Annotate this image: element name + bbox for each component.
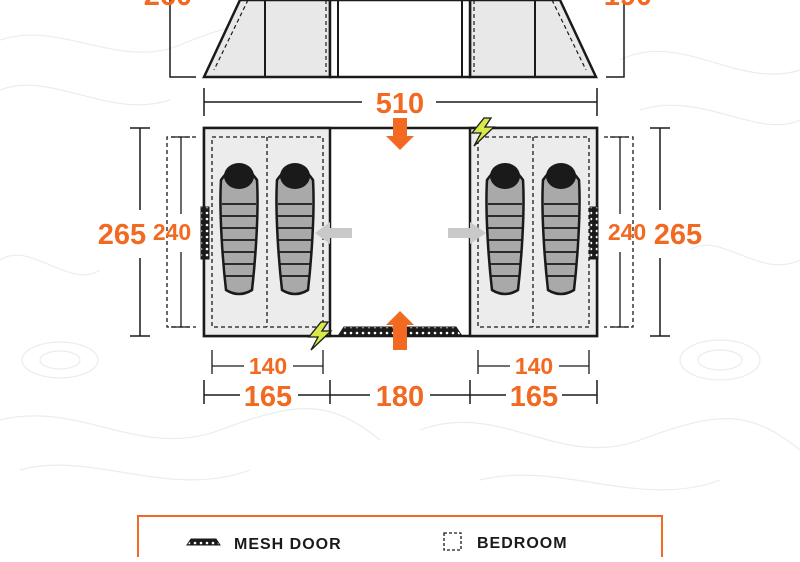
left-mesh-vent — [200, 206, 210, 260]
right-inner-width-label: 140 — [515, 353, 553, 379]
left-depth-inner-label: 240 — [153, 219, 191, 245]
elevation-left-panel — [202, 0, 332, 79]
legend: MESH DOOR BEDROOM — [137, 515, 663, 562]
rear-door-arrow — [386, 118, 414, 150]
right-mesh-vent — [589, 206, 599, 260]
front-door-arrow — [386, 311, 414, 350]
right-bedroom-door-arrow — [448, 222, 486, 244]
center-width-label: 180 — [376, 381, 424, 413]
right-depth-inner-label: 240 — [608, 219, 646, 245]
mesh-door-icon — [186, 538, 221, 546]
legend-box — [137, 515, 663, 562]
right-depth-outer-label: 265 — [654, 219, 702, 251]
floorplan: 265 240 240 265 140 140 165 180 165 — [98, 117, 702, 413]
bedroom-icon — [443, 532, 462, 551]
left-bedroom-door-arrow — [315, 222, 352, 244]
electric-hookup-icon — [470, 117, 496, 147]
sleeping-bag — [541, 161, 581, 296]
left-depth-outer-label: 265 — [98, 219, 146, 251]
left-inner-width-label: 140 — [249, 353, 287, 379]
sleeping-bag — [275, 161, 315, 296]
total-width-label: 510 — [376, 88, 424, 120]
sleeping-bag — [219, 161, 259, 296]
elevation-right-height-label: 190 — [604, 0, 652, 12]
legend-mesh-door-label: MESH DOOR — [234, 536, 342, 553]
elevation-left-height-label: 260 — [144, 0, 192, 12]
left-bedroom-width-label: 165 — [244, 381, 292, 413]
total-width-dimension: 510 — [203, 88, 598, 120]
sleeping-bag — [485, 161, 525, 296]
tent-elevation: 260 190 — [144, 0, 652, 79]
electric-hookup-icon — [307, 321, 333, 351]
topographic-background — [0, 25, 800, 491]
elevation-right-panel — [468, 0, 598, 79]
legend-bedroom-label: BEDROOM — [477, 535, 568, 552]
elevation-center-panel — [328, 0, 472, 79]
right-bedroom-width-label: 165 — [510, 381, 558, 413]
